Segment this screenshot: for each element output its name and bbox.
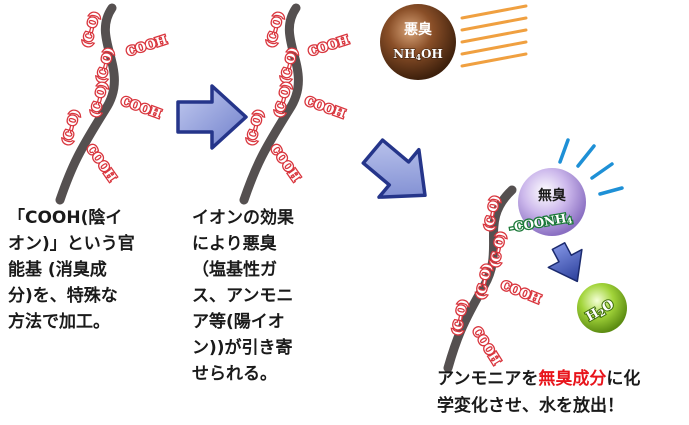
step1-caption: 「COOH(陰イ オン)」という官 能基 (消臭成 分)を、特殊な 方法で加工。 [8,205,178,335]
cooh-label: COOH [307,33,351,59]
odor-molecule: 悪臭 NH4OH [380,4,456,80]
cooh-label: COOH [268,142,303,184]
odor-formula: NH4OH [393,47,443,62]
cooh-label: COOH [119,94,163,121]
caption-line: ア等(陽イオ [192,312,285,332]
right-arrow-icon [176,84,248,150]
odor-title: 悪臭 [404,21,433,38]
ring-label: (C-O) [59,108,82,147]
caption-line: 「COOH(陰イ [8,208,123,228]
motion-lines-icon [460,4,528,68]
caption-line: オン)」という官 [8,234,135,254]
caption-line: 分)を、特殊な [8,286,118,306]
caption-line: により悪臭 [192,234,277,254]
caption-line: 学変化させ、水を放出！ [437,396,624,416]
cooh-label: COOH [125,33,169,59]
caption-line: アンモニアを無臭成分に化 [437,366,687,393]
ring-label: (C-O) [263,10,286,49]
fiber-strand [239,3,303,205]
sparkle-rays-icon [558,138,624,196]
release-arrow-icon [547,242,583,283]
caption-line: 能基 (消臭成 [8,260,107,280]
ring-label: (C-O) [243,108,266,147]
fiber-panel-1: COOH (C-O) (C-O) (C-O) (C-O) COOH COOH [55,3,170,205]
caption-line: 方法で加工。 [8,312,110,332]
cooh-label: COOH [469,324,503,367]
caption-line: せられる。 [192,364,277,384]
caption-line: （塩基性ガ [192,260,277,280]
caption-line: ス、アンモニ [192,286,294,306]
odorless-molecule: 無臭 [518,168,586,236]
fiber-strand [443,185,517,373]
step3-caption: アンモニアを無臭成分に化 学変化させ、水を放出！ [437,366,687,420]
cooh-label: COOH [84,142,119,184]
fiber-panel-2: COOH (C-O) (C-O) (C-O) (C-O) COOH COOH [239,3,352,205]
caption-line: イオンの効果 [192,208,294,228]
ring-label: (C-O) [79,10,102,49]
caption-text: に化 [606,369,641,389]
down-right-arrow-icon [361,138,427,199]
caption-text: アンモニアを [437,369,539,389]
water-molecule: H2O [577,283,627,333]
cooh-label: COOH [303,94,347,121]
caption-line: ン))が引き寄 [192,338,293,358]
step2-caption: イオンの効果 により悪臭 （塩基性ガ ス、アンモニ ア等(陽イオ ン))が引き寄… [192,205,332,387]
highlight-text: 無臭成分 [538,369,607,389]
fiber-strand [55,3,119,205]
cooh-label: COOH [499,278,543,307]
odorless-title: 無臭 [538,187,567,204]
